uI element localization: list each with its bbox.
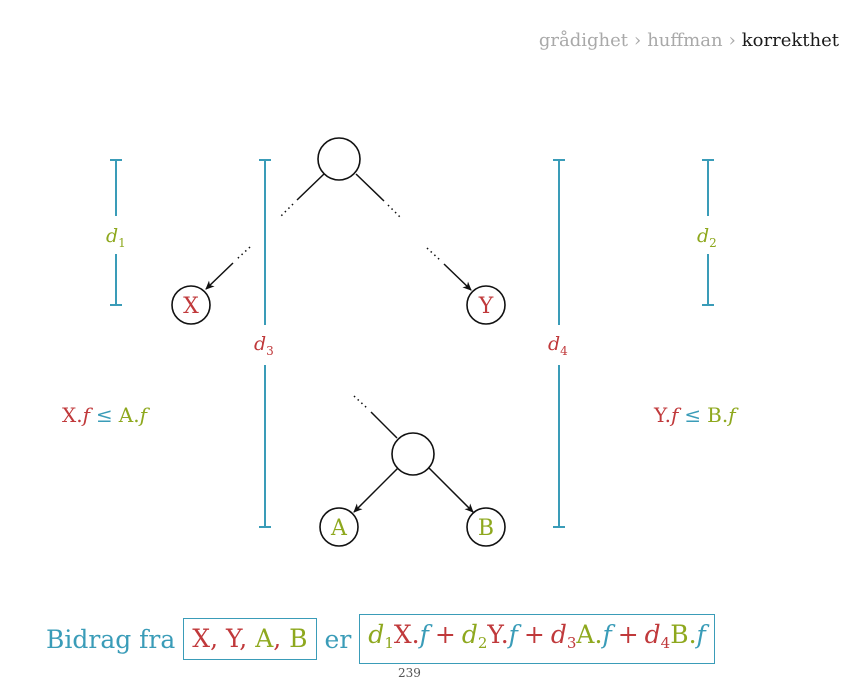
set-x: X	[192, 624, 211, 653]
bracket-d4	[553, 159, 565, 528]
page-number: 239	[398, 666, 421, 677]
inequality-right: Y.f≤B.f	[653, 403, 739, 427]
breadcrumb-item-gradighet[interactable]: grådighet	[538, 30, 628, 51]
node-y-label: Y	[478, 294, 494, 319]
plus-sign: +	[434, 620, 456, 649]
tree-root-node	[317, 137, 361, 181]
breadcrumb: grådighet›huffman›korrekthet	[539, 30, 839, 51]
bracket-d2	[702, 159, 714, 306]
breadcrumb-item-korrekthet: korrekthet	[741, 30, 839, 51]
plus-sign: +	[523, 620, 545, 649]
breadcrumb-item-huffman[interactable]: huffman	[647, 30, 723, 51]
node-a	[319, 507, 359, 547]
breadcrumb-separator: ›	[728, 30, 736, 51]
set-comma: ,	[239, 624, 248, 653]
tree-edges	[205, 173, 474, 513]
node-x	[171, 285, 211, 325]
set-comma: ,	[210, 624, 219, 653]
inequality-left: X.f≤A.f	[62, 403, 151, 427]
plus-sign: +	[617, 620, 639, 649]
bracket-d3	[259, 159, 271, 528]
set-comma: ,	[273, 624, 282, 653]
node-b	[466, 507, 506, 547]
set-y: Y	[226, 624, 240, 653]
huffman-tree-diagram: d1 d2 d3 d4	[62, 137, 739, 547]
bracket-label-d1: d1	[106, 225, 126, 250]
contribution-formula: Bidrag fra X, Y, A, B er d1X.f+d2Y.f+d3A…	[46, 614, 723, 664]
bracket-label-d2: d2	[697, 225, 717, 250]
term-3: d3A.f	[550, 620, 612, 652]
contribution-mid: er	[324, 624, 352, 654]
term-4: d4B.f	[644, 620, 706, 652]
bracket-d1	[110, 159, 122, 306]
node-y	[466, 285, 506, 325]
term-1: d1X.f	[368, 620, 429, 652]
breadcrumb-separator: ›	[633, 30, 642, 51]
node-set-box: X, Y, A, B	[183, 618, 317, 660]
bracket-label-d3: d3	[254, 333, 274, 358]
term-2: d2Y.f	[461, 620, 518, 652]
bracket-label-d4: d4	[548, 333, 568, 358]
set-b: B	[289, 624, 308, 653]
tree-inner-node	[391, 432, 435, 476]
node-a-label: A	[330, 516, 348, 541]
node-x-label: X	[183, 294, 199, 319]
sum-expression-box: d1X.f+d2Y.f+d3A.f+d4B.f	[359, 614, 715, 664]
set-a: A	[255, 624, 274, 653]
contribution-prefix: Bidrag fra	[46, 624, 176, 654]
node-b-label: B	[478, 516, 494, 541]
